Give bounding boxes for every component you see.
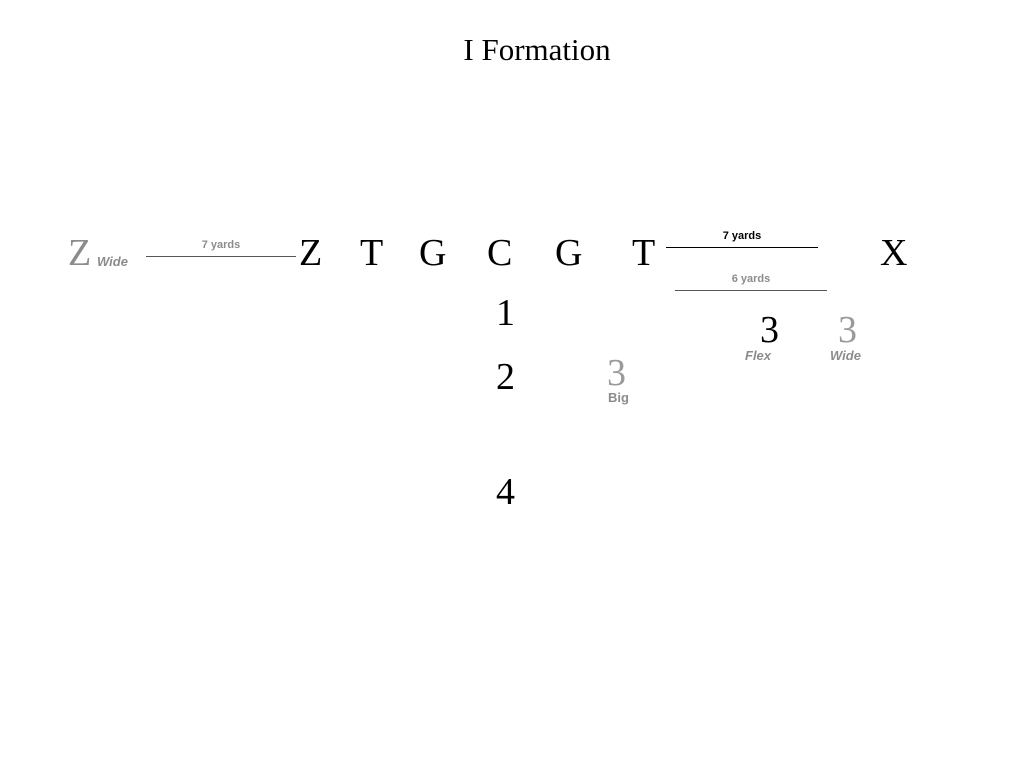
big-3-number: 3 — [607, 352, 626, 394]
alt-z-wide-label: Z — [68, 232, 92, 274]
left-tackle: T — [360, 232, 384, 274]
center: C — [487, 232, 513, 274]
formation-title: I Formation — [463, 32, 611, 67]
alt-z-wide-tag: Wide — [97, 254, 128, 269]
tailback-4: 4 — [496, 471, 515, 513]
flex-3-number: 3 — [760, 309, 779, 351]
right-guard: G — [555, 232, 583, 274]
x-receiver: X — [880, 232, 908, 274]
left-7-yards-marker: 7 yards — [146, 240, 296, 257]
right-6-yards-marker: 6 yards — [675, 274, 827, 291]
fullback-2: 2 — [496, 356, 515, 398]
wide-3-number: 3 — [838, 309, 857, 351]
left-guard: G — [419, 232, 447, 274]
right-7-yards-marker: 7 yards — [666, 231, 818, 248]
right-tackle: T — [632, 232, 656, 274]
z-receiver: Z — [299, 232, 323, 274]
wide-3-tag: Wide — [830, 348, 861, 363]
big-3-tag: Big — [608, 390, 629, 405]
flex-3-tag: Flex — [745, 348, 772, 363]
quarterback-1: 1 — [496, 292, 515, 334]
